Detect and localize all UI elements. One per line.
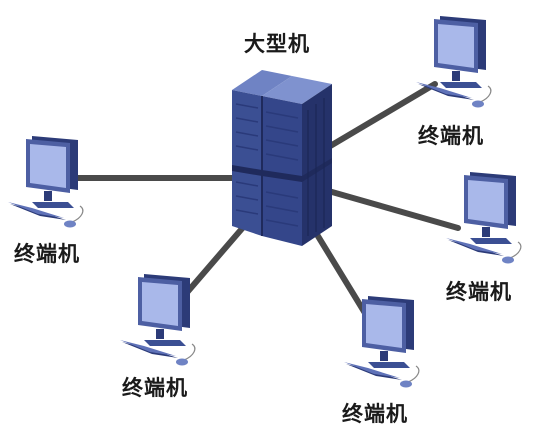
terminal-label-right: 终端机 [446, 280, 512, 304]
mainframe-label: 大型机 [244, 32, 310, 56]
connector-line-right [315, 185, 461, 231]
terminal-computer-icon-bottom-left [119, 273, 196, 367]
terminal-label-top-right: 终端机 [418, 124, 484, 148]
terminal-computer-icon-top-right [415, 15, 492, 109]
mainframe-server-icon [232, 70, 332, 246]
terminal-computer-icon-right [445, 171, 522, 265]
terminal-label-bottom-left: 终端机 [122, 376, 188, 400]
terminal-computer-icon-left [7, 135, 84, 229]
terminal-computer-icon-bottom-right [343, 295, 420, 389]
terminal-label-left: 终端机 [14, 242, 80, 266]
terminal-label-bottom-right: 终端机 [342, 402, 408, 426]
